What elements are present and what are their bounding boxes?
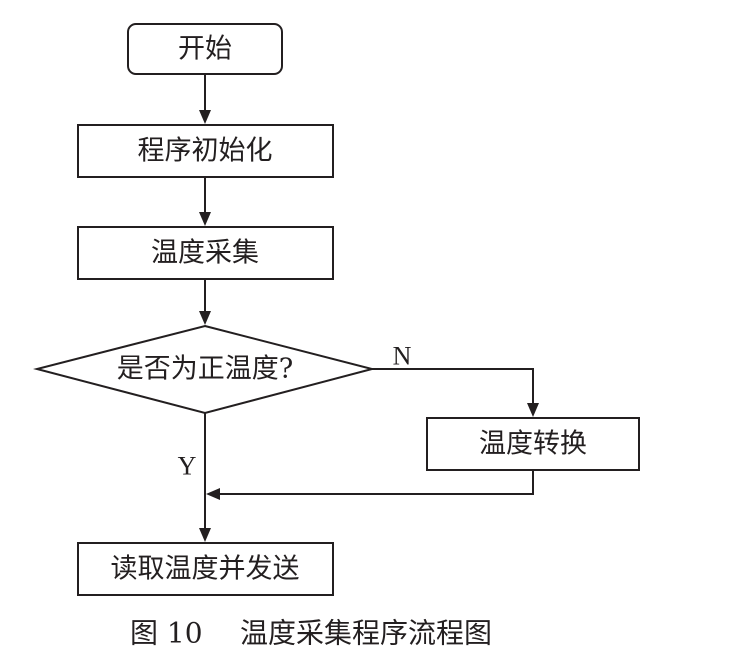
arrowhead-decision-send (199, 528, 211, 542)
figure-number: 图 10 (130, 617, 203, 650)
connector-decision-convert (372, 368, 534, 403)
arrowhead-collect-decision (199, 311, 211, 325)
branch-label-no: N (393, 342, 412, 371)
collect-node-label: 温度采集 (151, 238, 259, 269)
send-node (77, 542, 334, 596)
arrowhead-convert-merge (206, 488, 220, 500)
branch-label-yes: Y (178, 452, 197, 481)
decision-node-label: 是否为正温度? (117, 354, 293, 385)
connector-convert-merge (220, 470, 534, 495)
send-node-label: 读取温度并发送 (111, 554, 300, 585)
convert-node-label: 温度转换 (479, 429, 587, 460)
init-node (77, 124, 334, 178)
convert-node (426, 417, 640, 471)
start-node-label: 开始 (178, 34, 232, 65)
arrowhead-start-init (199, 110, 211, 124)
init-node-label: 程序初始化 (138, 136, 273, 167)
figure-title: 温度采集程序流程图 (240, 617, 492, 650)
arrowhead-init-collect (199, 212, 211, 226)
arrowhead-decision-convert (527, 403, 539, 417)
